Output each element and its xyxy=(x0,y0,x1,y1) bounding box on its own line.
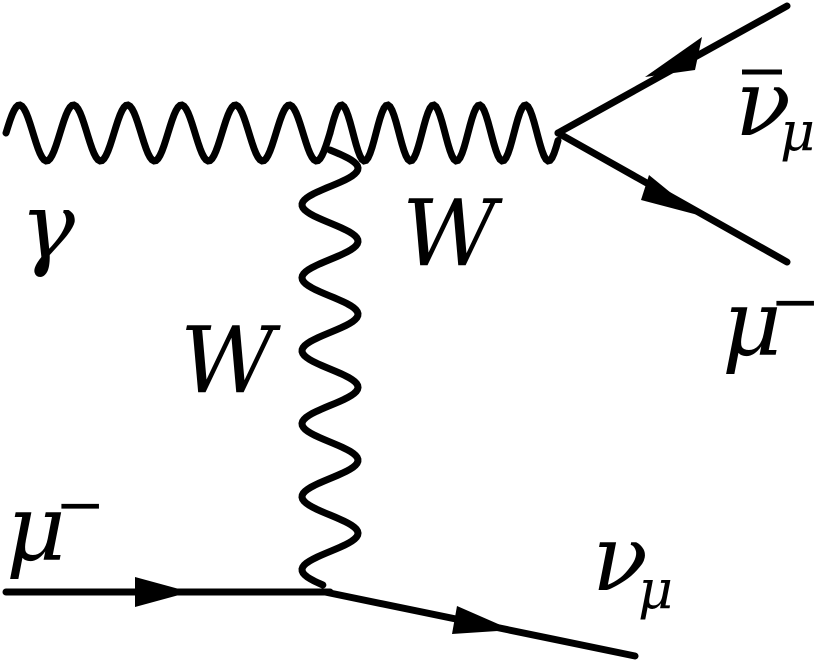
label-muon-in: μ − xyxy=(6,470,105,582)
antineutrino-arrow-head xyxy=(645,37,702,77)
label-muon-out: μ − xyxy=(722,267,820,377)
label-muon-in-superscript: − xyxy=(55,470,105,540)
label-antineutrino-subscript: μ xyxy=(780,100,815,163)
photon-propagator xyxy=(2,101,334,165)
label-muon-out-symbol: μ xyxy=(722,270,782,377)
w-boson-horizontal-propagator xyxy=(326,101,562,165)
label-antineutrino-symbol: ν xyxy=(735,50,791,157)
label-muon-out-superscript: − xyxy=(770,267,820,337)
label-neutrino-out: ν μ xyxy=(592,505,673,621)
label-muon-in-symbol: μ xyxy=(6,475,66,582)
label-w-vertical: W xyxy=(180,307,281,414)
muon-out-arrow xyxy=(641,175,698,215)
label-neutrino-out-symbol: ν xyxy=(592,505,648,612)
label-antineutrino: ν μ xyxy=(735,50,815,163)
w-boson-vertical-propagator xyxy=(298,146,362,589)
label-neutrino-out-subscript: μ xyxy=(638,558,673,621)
label-gamma: γ xyxy=(20,173,76,280)
muon-in-arrow xyxy=(135,577,190,607)
label-w-horizontal: W xyxy=(402,180,503,287)
neutrino-out-arrow xyxy=(452,606,512,634)
